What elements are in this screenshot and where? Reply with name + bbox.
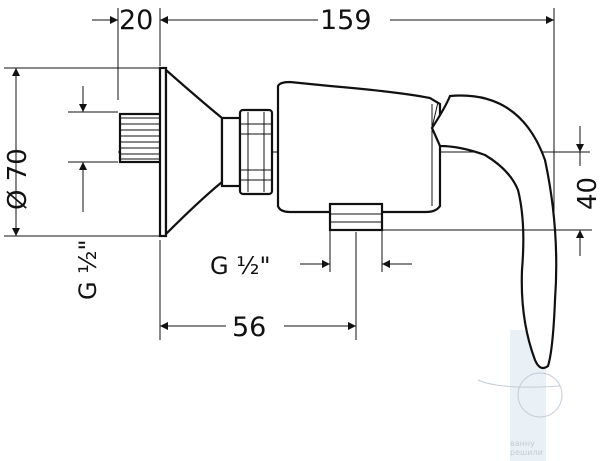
mixer-body [118, 66, 558, 370]
dim-outlet-offset: 56 [232, 312, 266, 343]
watermark-line: ванну [510, 439, 535, 448]
dim-flange-depth: 20 [119, 5, 153, 36]
top-dimensions: 20 159 [92, 5, 555, 230]
left-dimensions: Ø 70 G ½" [3, 67, 160, 300]
outlet-thread-dimension: G ½" [210, 230, 412, 280]
dim-overall-length: 159 [320, 5, 372, 36]
dim-flange-diameter: Ø 70 [3, 148, 33, 210]
outlet-offset-dimension: 56 [159, 232, 357, 343]
dim-outlet-thread: G ½" [210, 252, 271, 280]
outlet-height-dimension: 40 [382, 126, 600, 256]
watermark-line: решили [510, 448, 543, 457]
dim-outlet-height: 40 [573, 177, 600, 210]
dim-inlet-thread: G ½" [74, 239, 102, 300]
